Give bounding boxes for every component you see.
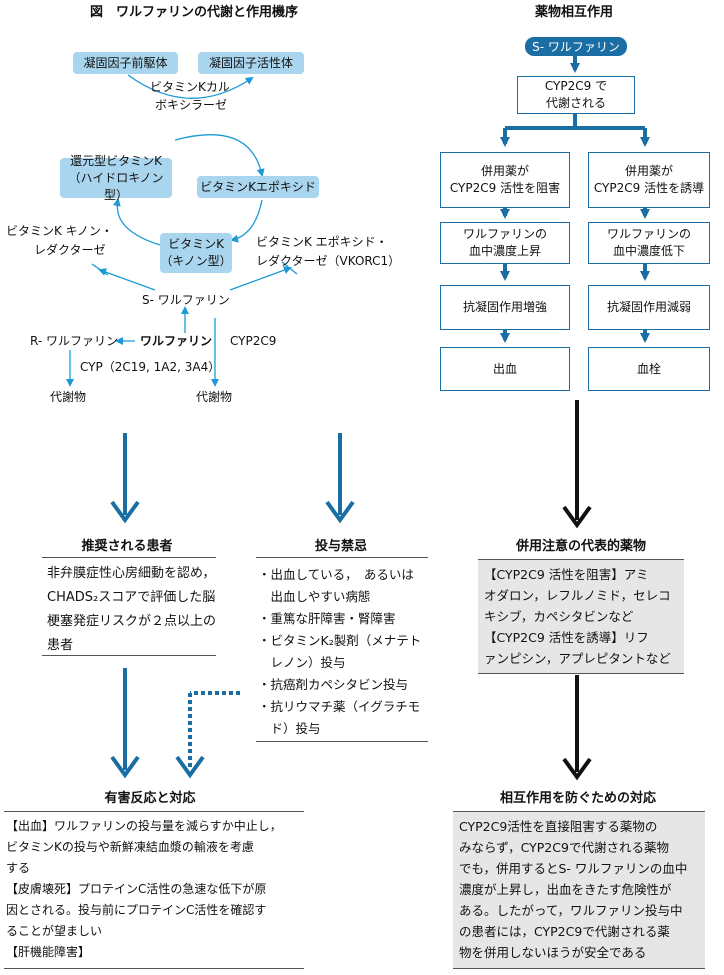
epoxide-reductase-label-2: レダクターゼ（VKORC1） xyxy=(256,254,401,268)
inhibit-box: 併用薬が CYP2C9 活性を阻害 xyxy=(440,152,570,208)
s-warfarin-label: S- ワルファリン xyxy=(142,293,230,307)
anticoagulant-up-box: 抗凝固作用増強 xyxy=(440,285,570,330)
contraindication-item: ド）投与 xyxy=(258,721,321,736)
up-effect-label: 抗凝固作用増強 xyxy=(462,300,547,314)
representative-line: オダロン，レフルノミド，セレコ xyxy=(484,588,671,603)
adverse-line: 【出血】ワルファリンの投与量を減らすか中止し， xyxy=(6,819,282,833)
precursor-label: 凝固因子前駆体 xyxy=(83,55,168,70)
contraindication-item: ・ビタミンK₂製剤（メナテト xyxy=(258,633,422,648)
representative-heading: 併用注意の代表的薬物 xyxy=(515,539,646,554)
reduced-label-1: 還元型ビタミンK xyxy=(70,153,162,168)
prevention-line: 濃度が上昇し，出血をきたす危険性が xyxy=(459,882,672,897)
contraindication-item: レノン）投与 xyxy=(258,655,346,670)
concentration-rise-box: ワルファリンの 血中濃度上昇 xyxy=(440,222,570,264)
fall-label-2: 血中濃度低下 xyxy=(612,244,685,258)
adverse-line: する xyxy=(6,861,31,875)
coagulation-precursor-box: 凝固因子前駆体 xyxy=(73,52,178,74)
adverse-line: 因とされる。投与前にプロテインC活性を確認す xyxy=(6,903,267,917)
quinone-label-1: ビタミンK xyxy=(168,237,224,251)
prevention-line: CYP2C9活性を直接阻害する薬物の xyxy=(459,819,658,834)
inhibit-label-1: 併用薬が xyxy=(480,164,529,178)
recommended-body: 非弁膜症性心房細動を認め，CHADS₂スコアで評価した脳梗塞発症リスクが２点以上… xyxy=(47,566,217,653)
rise-label-2: 血中濃度上昇 xyxy=(468,244,541,258)
representative-line: ァンピシン，アプレピタントなど xyxy=(484,651,671,666)
thrombus-label: 血栓 xyxy=(636,361,661,376)
contraindication-item: 出血しやすい病態 xyxy=(258,589,371,604)
recommended-heading: 推奨される患者 xyxy=(81,539,173,554)
contraindication-list: ・出血している， あるいは 出血しやすい病態 ・重篤な肝障害・腎障害 ・ビタミン… xyxy=(258,564,433,740)
quinone-reductase-label-2: レダクターゼ xyxy=(34,243,106,257)
cyp-label-2: 代謝される xyxy=(545,96,606,110)
warfarin-label: ワルファリン xyxy=(140,334,213,348)
interaction-title: 薬物相互作用 xyxy=(535,5,614,20)
induce-label-1: 併用薬が xyxy=(624,164,673,178)
epoxide-label: ビタミンKエポキシド xyxy=(200,179,316,194)
fall-label-1: ワルファリンの xyxy=(606,227,691,241)
adverse-panel: 【出血】ワルファリンの投与量を減らすか中止し， ビタミンKの投与や新鮮凍結血漿の… xyxy=(4,811,304,969)
contraindication-rule-bottom xyxy=(256,741,428,742)
adverse-line: ビタミンKの投与や新鮮凍結血漿の輸液を考慮 xyxy=(6,840,254,854)
quinone-vitamin-k-box: ビタミンK （キノン型） xyxy=(160,233,232,273)
vitamin-k-epoxide-box: ビタミンKエポキシド xyxy=(197,176,319,198)
cyp2c9-label: CYP2C9 xyxy=(230,334,277,348)
prevention-line: みならず，CYP2C9で代謝される薬物 xyxy=(459,840,669,855)
metabolite-left-label: 代謝物 xyxy=(50,390,87,404)
vitamin-k-cycle-arrows xyxy=(112,74,265,246)
r-warfarin-label: R- ワルファリン xyxy=(30,334,118,348)
adverse-line: 【皮膚壊死】プロテインC活性の急速な低下が原 xyxy=(6,882,267,896)
prevention-line: でも，併用するとS- ワルファリンの血中 xyxy=(459,861,688,876)
representative-line: キシブ，カペシタビンなど xyxy=(484,609,634,624)
cyp-label-1: CYP2C9 で xyxy=(544,79,608,93)
adverse-heading: 有害反応と対応 xyxy=(104,791,196,806)
recommended-rule-bottom xyxy=(42,655,216,656)
metabolite-right-label: 代謝物 xyxy=(196,390,233,404)
representative-panel: 【CYP2C9 活性を阻害】アミ オダロン，レフルノミド，セレコ キシブ，カペシ… xyxy=(478,559,684,674)
flow-down-arrows xyxy=(110,433,355,779)
induce-box: 併用薬が CYP2C9 活性を誘導 xyxy=(588,152,710,208)
mechanism-title: 図 ワルファリンの代謝と作用機序 xyxy=(90,5,299,20)
contraindication-item: ・抗リウマチ薬（イグラチモ xyxy=(258,699,421,714)
prevention-line: の患者には，CYP2C9で代謝される薬 xyxy=(459,924,670,939)
coagulation-active-box: 凝固因子活性体 xyxy=(198,52,304,74)
bleeding-label: 出血 xyxy=(492,361,517,376)
active-label: 凝固因子活性体 xyxy=(208,55,293,70)
bleeding-box: 出血 xyxy=(440,347,570,391)
adverse-line: 【肝機能障害】 xyxy=(6,945,91,959)
contraindication-item: ・重篤な肝障害・腎障害 xyxy=(258,611,396,626)
epoxide-reductase-label-1: ビタミンK エポキシド・ xyxy=(256,235,388,249)
concentration-fall-box: ワルファリンの 血中濃度低下 xyxy=(588,222,710,264)
quinone-label-2: （キノン型） xyxy=(160,254,232,268)
rise-label-1: ワルファリンの xyxy=(462,227,547,241)
cyp-other-label: CYP（2C19, 1A2, 3A4） xyxy=(80,360,221,374)
start-label: S- ワルファリン xyxy=(532,40,620,54)
s-warfarin-pill: S- ワルファリン xyxy=(525,37,627,56)
anticoagulant-down-box: 抗凝固作用減弱 xyxy=(588,285,710,330)
inhibit-label-2: CYP2C9 活性を阻害 xyxy=(449,181,561,195)
representative-line: 【CYP2C9 活性を誘導】リフ xyxy=(484,630,649,645)
carboxylase-label-1: ビタミンKカル xyxy=(150,80,230,94)
prevention-line: ある。したがって，ワルファリン投与中 xyxy=(459,903,683,918)
induce-label-2: CYP2C9 活性を誘導 xyxy=(593,181,705,195)
contraindication-item: ・抗癌剤カペシタビン投与 xyxy=(258,677,409,692)
reduced-label-2: （ハイドロキノン型） xyxy=(68,170,164,202)
contraindication-rule-top xyxy=(256,557,428,558)
contraindication-item: ・出血している， あるいは xyxy=(258,567,414,582)
quinone-reductase-label-1: ビタミンK キノン・ xyxy=(6,224,113,238)
thrombus-box: 血栓 xyxy=(588,347,710,391)
prevention-line: 物を併用しないほうが安全である xyxy=(459,945,647,960)
down-effect-label: 抗凝固作用減弱 xyxy=(606,300,691,314)
adverse-line: ることが望ましい xyxy=(6,924,103,938)
cyp-metabolism-box: CYP2C9 で 代謝される xyxy=(517,76,635,114)
representative-line: 【CYP2C9 活性を阻害】アミ xyxy=(484,567,649,582)
dotted-arrow xyxy=(188,691,240,770)
prevention-panel: CYP2C9活性を直接阻害する薬物の みならず，CYP2C9で代謝される薬物 で… xyxy=(453,811,705,969)
carboxylase-label-2: ボキシラーゼ xyxy=(155,98,228,112)
reduced-vitamin-k-box: 還元型ビタミンK （ハイドロキノン型） xyxy=(60,154,172,202)
contraindication-heading: 投与禁忌 xyxy=(314,539,367,554)
recommended-rule-top xyxy=(42,557,216,558)
prevention-heading: 相互作用を防ぐための対応 xyxy=(499,791,656,806)
